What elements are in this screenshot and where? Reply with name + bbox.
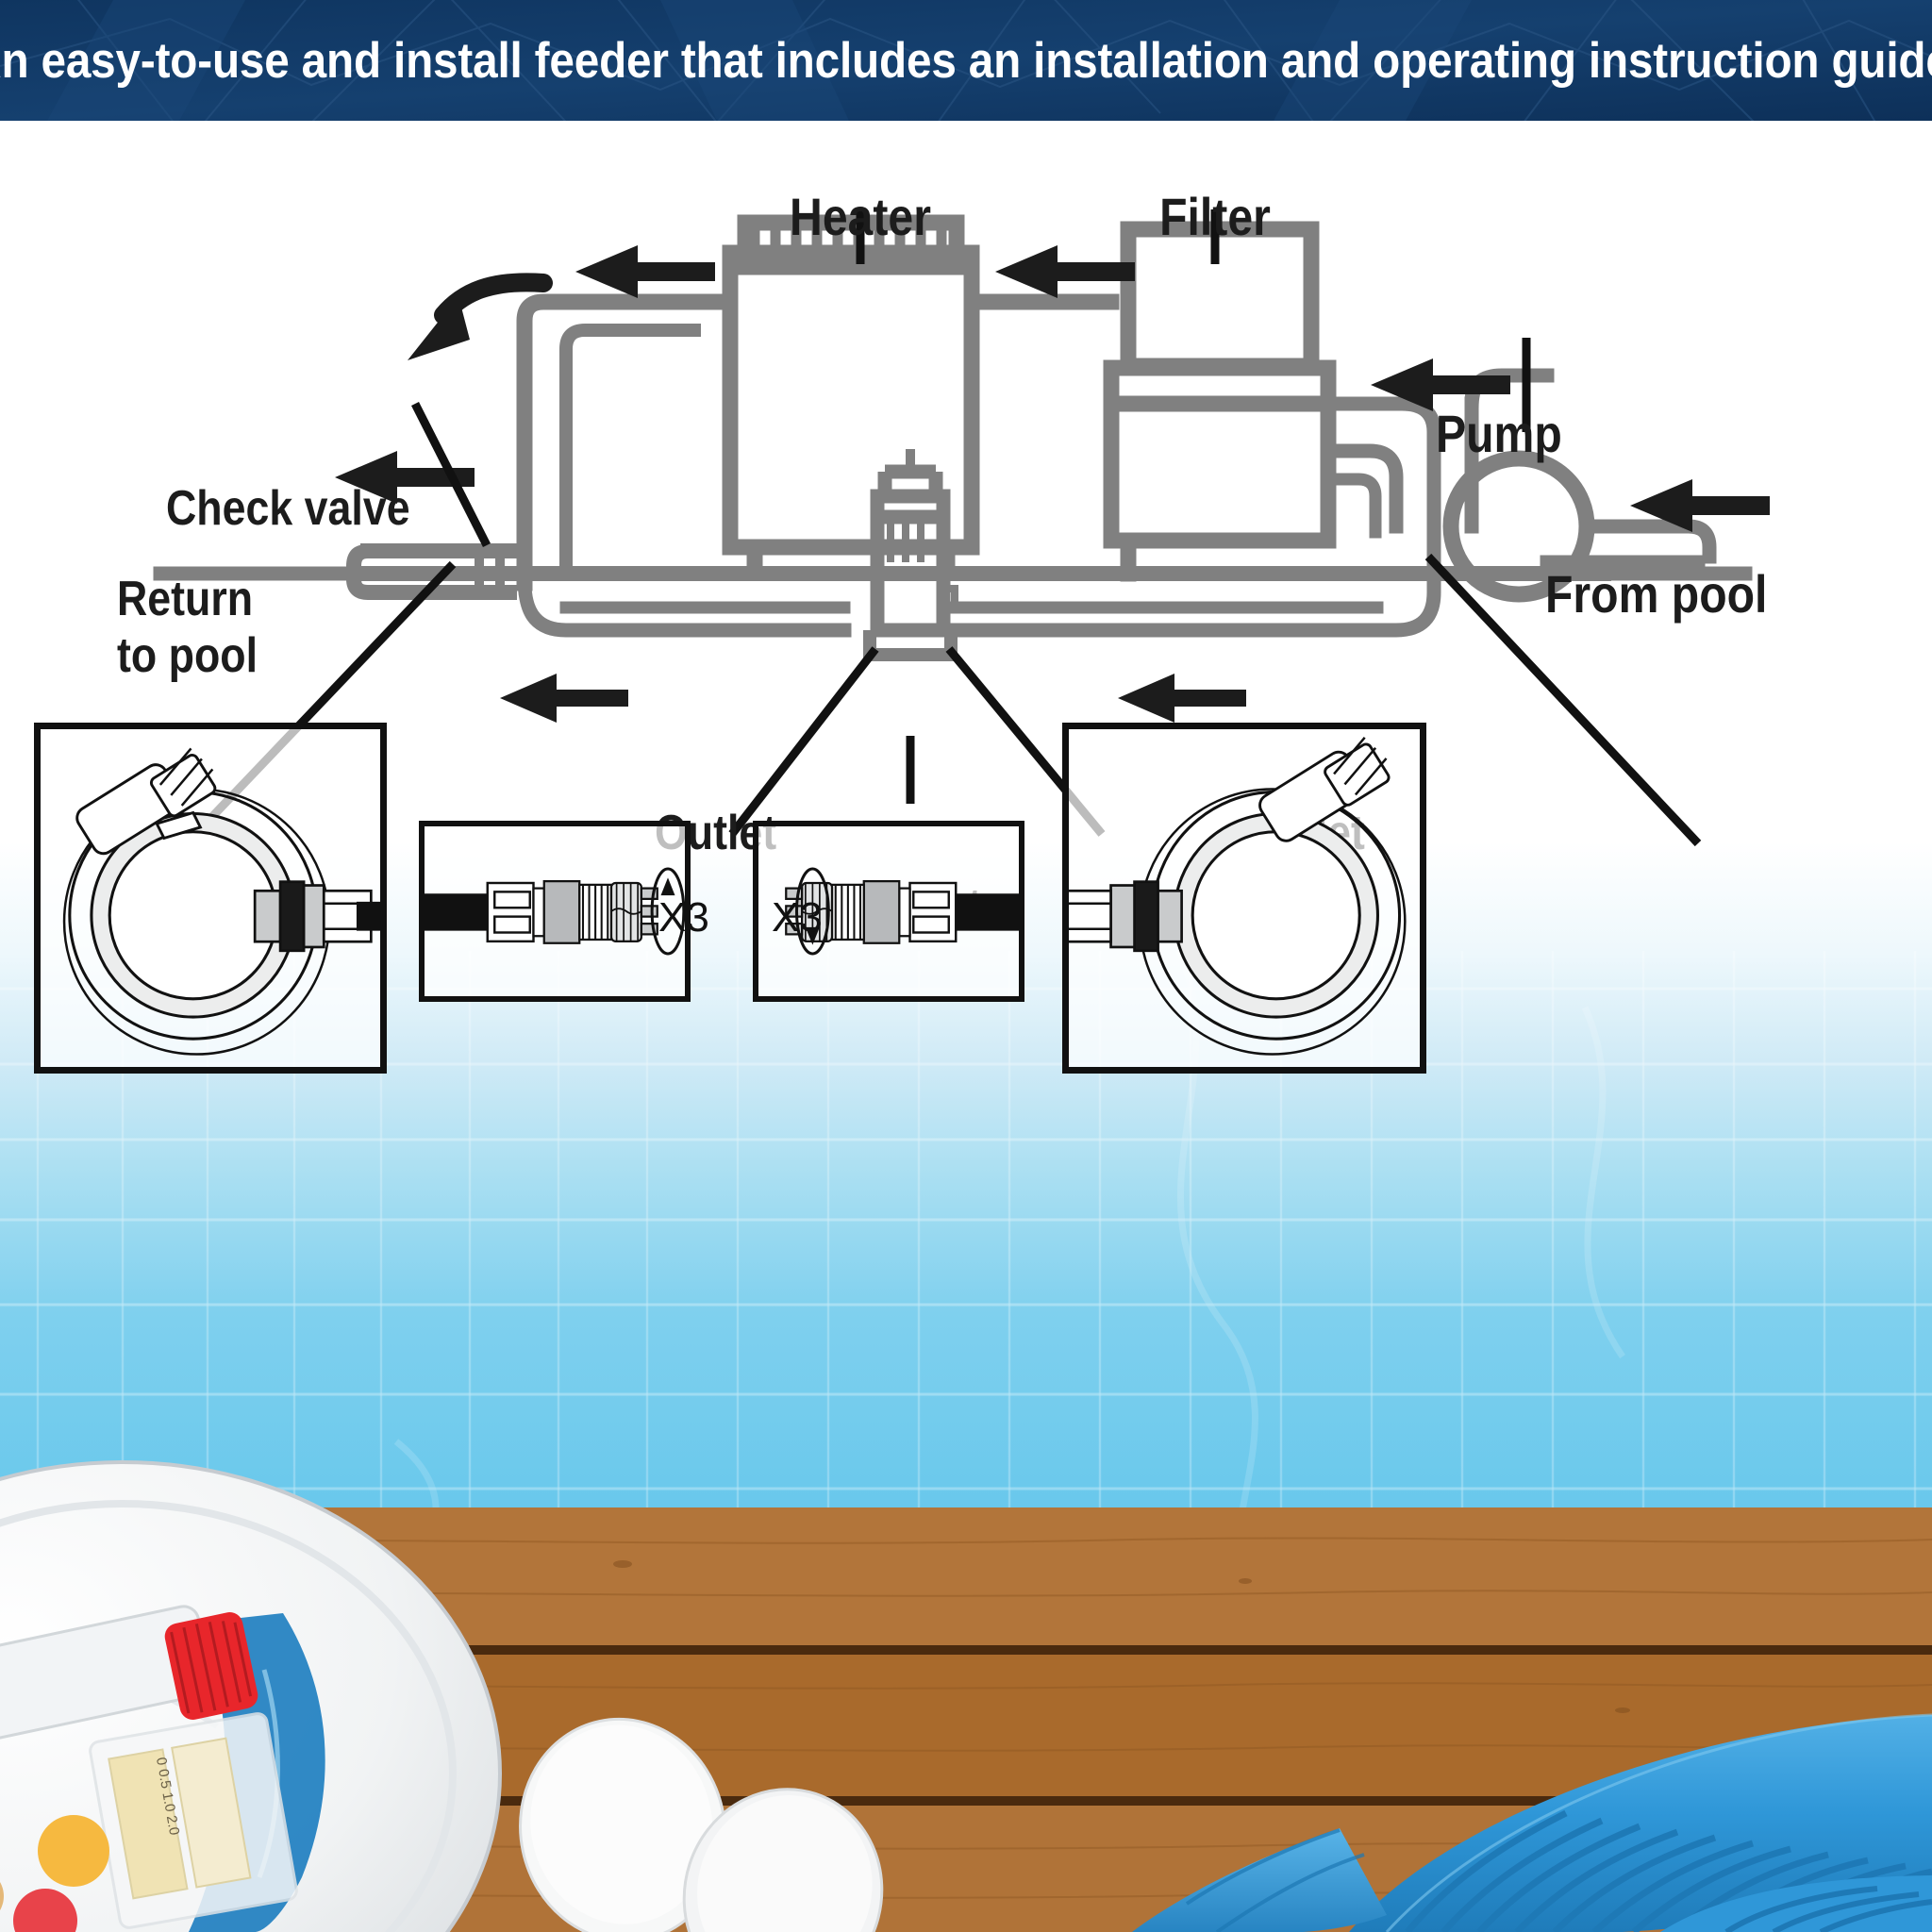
photo-foreground: 0 0.5 1.0 2.0 xyxy=(0,1460,1932,1932)
detail-box-outlet-hose xyxy=(34,723,387,1074)
label-check-valve: Check valve xyxy=(166,481,410,536)
label-return-to-pool-line1: Return xyxy=(117,572,254,626)
leader-chlorinator-outlet-box xyxy=(728,646,879,837)
chlorine-tablets xyxy=(519,1717,884,1932)
label-pump: Pump xyxy=(1436,404,1562,463)
label-from-pool: From pool xyxy=(1545,564,1768,624)
label-return-to-pool-line2: to pool xyxy=(117,628,258,683)
detail-box-outlet-fitting: X3 xyxy=(419,821,709,1002)
label-heater: Heater xyxy=(790,187,931,246)
detail-box-inlet-hose xyxy=(1062,723,1426,1074)
filter-head xyxy=(1120,221,1320,375)
x3-label-outlet: X3 xyxy=(658,894,709,941)
test-strip-tray: 0 0.5 1.0 2.0 xyxy=(0,1712,298,1932)
chemical-bottle xyxy=(0,1605,258,1746)
banner-pattern xyxy=(0,0,1932,121)
x3-label-inlet: X3 xyxy=(772,894,823,941)
inlet-fitting-illustration xyxy=(785,867,1019,956)
flow-arrows xyxy=(335,245,1770,723)
detail-box-inlet-fitting: X3 xyxy=(753,821,1024,1002)
header-banner: An easy-to-use and install feeder that i… xyxy=(0,0,1932,121)
hose-coil-illustration xyxy=(62,747,380,1056)
curved-return-arrow xyxy=(408,273,553,360)
label-filter: Filter xyxy=(1159,187,1271,246)
filter-body xyxy=(1103,359,1337,549)
heater-body xyxy=(722,244,980,556)
hose-coil-illustration-right xyxy=(1069,737,1407,1056)
pool-vacuum-hose xyxy=(1132,1713,1932,1932)
chlorinator-unit xyxy=(863,449,958,661)
pipe-network xyxy=(153,214,1753,638)
leader-inlet-box xyxy=(1424,553,1702,847)
outlet-fitting-illustration xyxy=(425,867,685,956)
chemical-bucket: 0 0.5 1.0 2.0 xyxy=(0,1460,502,1932)
banner-title: An easy-to-use and install feeder that i… xyxy=(0,32,1932,89)
leader-check-valve xyxy=(410,401,491,548)
